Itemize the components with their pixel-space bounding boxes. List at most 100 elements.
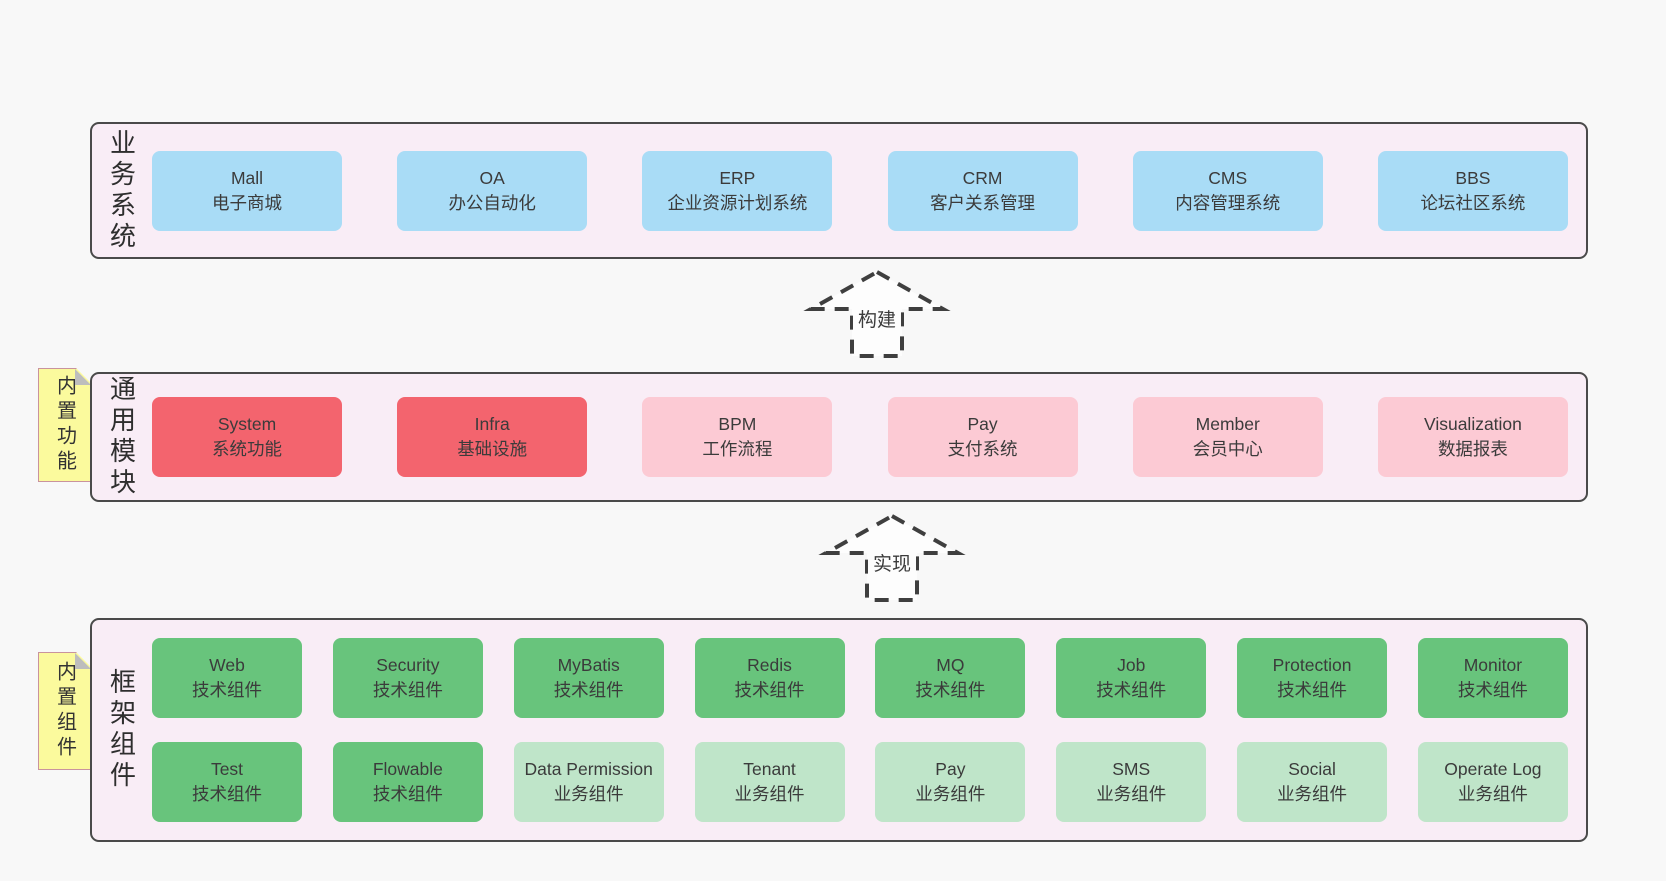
box-subtitle: 工作流程	[702, 439, 773, 459]
box-operate-log: Operate Log 业务组件	[1417, 742, 1568, 822]
box-title: BPM	[718, 414, 757, 435]
box-subtitle: 业务组件	[553, 784, 624, 804]
box-title: Protection	[1272, 655, 1352, 676]
box-title: Infra	[474, 414, 510, 435]
arrow-build: 构建	[803, 269, 951, 358]
box-subtitle: 业务组件	[1096, 784, 1167, 804]
box-protection: Protection 技术组件	[1237, 638, 1388, 718]
framework-components-row-1: Web 技术组件 Security 技术组件 MyBatis 技术组件 Redi…	[152, 638, 1568, 718]
box-pay-module: Pay 支付系统	[887, 397, 1078, 477]
box-social: Social 业务组件	[1237, 742, 1388, 822]
box-infra: Infra 基础设施	[397, 397, 588, 477]
box-subtitle: 基础设施	[457, 439, 528, 459]
arrow-label-bg	[853, 306, 901, 333]
box-subtitle: 支付系统	[947, 439, 1018, 459]
box-subtitle: 技术组件	[192, 784, 262, 804]
band-business-systems: 业务系统 Mall 电子商城 OA 办公自动化 ERP 企业资源计划系统 CRM…	[90, 122, 1588, 259]
box-subtitle: 业务组件	[1277, 784, 1348, 804]
box-flowable: Flowable 技术组件	[332, 742, 483, 822]
box-subtitle: 业务组件	[915, 784, 986, 804]
note-label: 内置功能	[53, 375, 76, 475]
box-subtitle: 会员中心	[1192, 439, 1263, 459]
box-subtitle: 论坛社区系统	[1420, 192, 1526, 213]
box-job: Job 技术组件	[1056, 638, 1207, 718]
box-title: ERP	[719, 167, 756, 188]
band-framework-components-label: 框架组件	[92, 620, 152, 840]
box-title: Operate Log	[1444, 759, 1542, 780]
box-title: CMS	[1208, 167, 1248, 188]
box-visualization: Visualization 数据报表	[1377, 397, 1568, 477]
box-title: Flowable	[372, 759, 443, 780]
box-web: Web 技术组件	[152, 638, 302, 718]
box-tenant: Tenant 业务组件	[694, 742, 845, 822]
box-redis: Redis 技术组件	[694, 638, 845, 718]
box-security: Security 技术组件	[332, 638, 483, 718]
box-bbs: BBS 论坛社区系统	[1377, 150, 1568, 231]
box-title: Data Permission	[524, 759, 653, 780]
box-title: Redis	[747, 655, 792, 676]
box-cms: CMS 内容管理系统	[1132, 150, 1323, 231]
box-mall: Mall 电子商城	[152, 150, 342, 231]
box-subtitle: 业务组件	[1457, 784, 1528, 804]
arrow-build-label: 构建	[858, 309, 896, 331]
band-label-text: 通用模块	[106, 375, 137, 499]
band-label-text: 框架组件	[106, 668, 137, 792]
box-subtitle: 技术组件	[372, 784, 443, 804]
box-title: System	[217, 414, 277, 435]
box-title: Social	[1288, 759, 1336, 780]
framework-components-grid: Web 技术组件 Security 技术组件 MyBatis 技术组件 Redi…	[152, 620, 1586, 840]
box-subtitle: 技术组件	[372, 680, 443, 700]
box-title: Test	[210, 759, 244, 780]
box-mybatis: MyBatis 技术组件	[513, 638, 664, 718]
box-oa: OA 办公自动化	[397, 150, 588, 231]
box-title: Mall	[230, 167, 264, 188]
box-pay-component: Pay 业务组件	[875, 742, 1026, 822]
note-built-in-features: 内置功能	[38, 368, 92, 482]
band-common-modules: 通用模块 System 系统功能 Infra 基础设施 BPM 工作流程 Pay…	[90, 372, 1588, 502]
box-subtitle: 办公自动化	[448, 192, 536, 213]
box-subtitle: 技术组件	[553, 680, 624, 700]
box-bpm: BPM 工作流程	[642, 397, 833, 477]
box-mq: MQ 技术组件	[875, 638, 1026, 718]
arrow-implement-label: 实现	[873, 553, 911, 575]
framework-components-row-2: Test 技术组件 Flowable 技术组件 Data Permission …	[152, 742, 1568, 822]
box-title: MQ	[936, 655, 965, 676]
common-modules-box-row: System 系统功能 Infra 基础设施 BPM 工作流程 Pay 支付系统…	[152, 374, 1586, 500]
box-member: Member 会员中心	[1132, 397, 1323, 477]
box-data-permission: Data Permission 业务组件	[513, 742, 664, 822]
band-label-text: 业务系统	[106, 128, 137, 253]
box-subtitle: 数据报表	[1437, 439, 1508, 459]
box-subtitle: 技术组件	[915, 680, 986, 700]
box-subtitle: 内容管理系统	[1175, 192, 1281, 213]
box-subtitle: 技术组件	[734, 680, 805, 700]
box-erp: ERP 企业资源计划系统	[642, 150, 833, 231]
box-title: Job	[1117, 655, 1146, 676]
box-test: Test 技术组件	[152, 742, 302, 822]
box-title: Visualization	[1423, 414, 1522, 435]
box-subtitle: 技术组件	[1457, 680, 1528, 700]
box-title: OA	[479, 167, 505, 188]
box-subtitle: 业务组件	[734, 784, 805, 804]
box-title: Pay	[967, 414, 998, 435]
box-subtitle: 电子商城	[212, 192, 282, 213]
box-title: Pay	[935, 759, 966, 780]
box-title: CRM	[962, 167, 1003, 188]
box-title: Security	[376, 655, 440, 676]
box-title: MyBatis	[557, 655, 620, 676]
note-built-in-components: 内置组件	[38, 652, 92, 770]
box-crm: CRM 客户关系管理	[887, 150, 1078, 231]
band-business-systems-label: 业务系统	[92, 124, 152, 257]
box-subtitle: 技术组件	[1096, 680, 1167, 700]
box-title: BBS	[1455, 167, 1491, 188]
box-sms: SMS 业务组件	[1056, 742, 1207, 822]
arrow-implement: 实现	[818, 513, 966, 602]
band-framework-components: 框架组件 Web 技术组件 Security 技术组件 MyBatis 技术组件…	[90, 618, 1588, 842]
business-systems-box-row: Mall 电子商城 OA 办公自动化 ERP 企业资源计划系统 CRM 客户关系…	[152, 124, 1586, 257]
box-monitor: Monitor 技术组件	[1417, 638, 1568, 718]
box-subtitle: 客户关系管理	[930, 192, 1036, 213]
box-subtitle: 企业资源计划系统	[667, 192, 808, 213]
folded-corner-icon	[75, 653, 91, 669]
arrow-label-bg	[868, 550, 916, 577]
note-label: 内置组件	[53, 661, 76, 761]
box-subtitle: 技术组件	[192, 680, 262, 700]
